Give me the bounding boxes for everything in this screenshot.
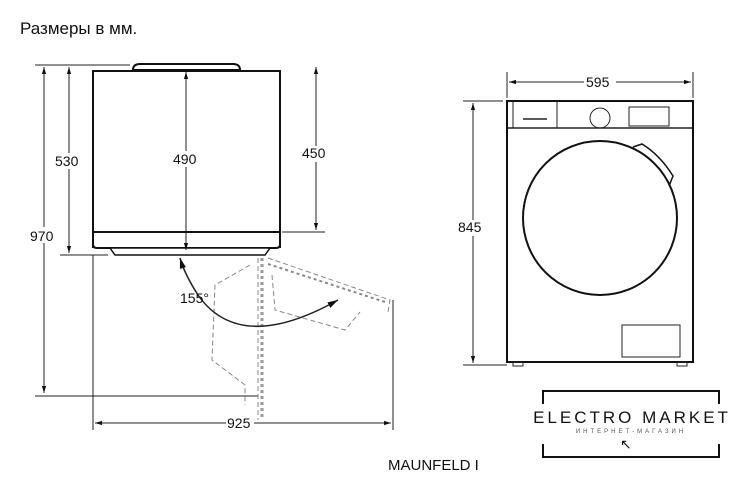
side-view: 970 530 490 450 925 155° xyxy=(30,63,394,431)
dim-depth-door-open: 925 xyxy=(227,415,251,431)
front-view: 595 845 xyxy=(458,72,694,367)
program-knob xyxy=(589,107,611,129)
dim-height: 845 xyxy=(458,219,482,235)
dim-total-height: 970 xyxy=(30,228,54,244)
page-title: Размеры в мм. xyxy=(20,19,138,38)
display xyxy=(628,106,670,127)
dim-depth-to-base: 530 xyxy=(55,153,79,169)
door xyxy=(522,140,678,296)
watermark-main: ELECTRO MARKET xyxy=(532,408,732,428)
filter-hatch xyxy=(621,324,681,358)
dim-body-depth-no-door: 450 xyxy=(302,145,326,161)
cursor-icon: ↖ xyxy=(620,436,632,452)
watermark-logo: ELECTRO MARKET ИНТЕРНЕТ-МАГАЗИН ↖ xyxy=(532,390,732,458)
watermark-sub: ИНТЕРНЕТ-МАГАЗИН xyxy=(575,429,687,435)
model-label: MAUNFELD I xyxy=(388,457,479,474)
dim-door-angle: 155° xyxy=(180,290,209,306)
dim-width: 595 xyxy=(586,74,610,90)
dim-body-depth: 490 xyxy=(173,151,197,167)
